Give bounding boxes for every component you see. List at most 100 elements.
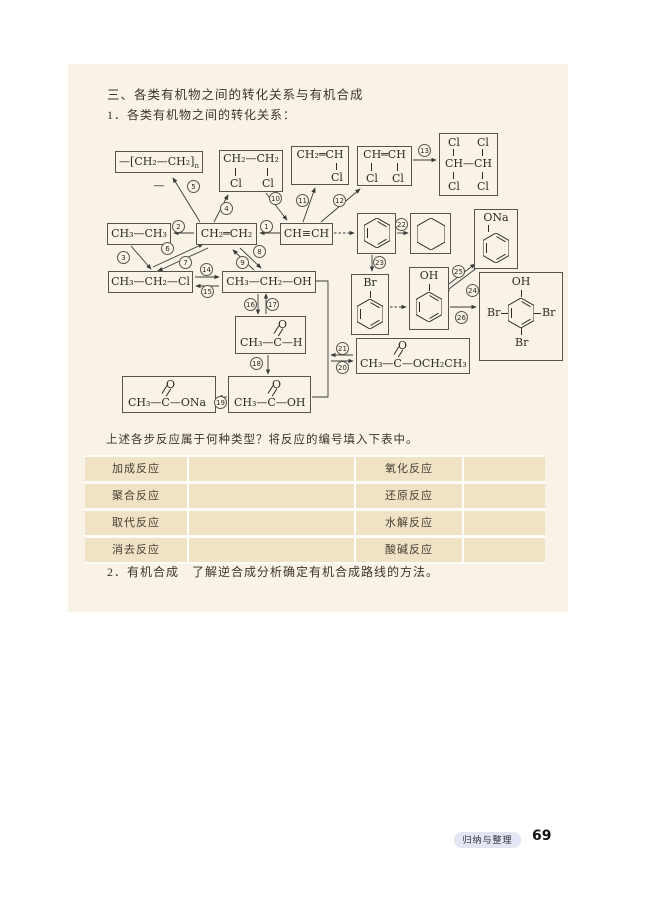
- reaction-type-table: 加成反应 氧化反应 聚合反应 还原反应 取代反应 水解反应 消去反应 酸碱反应: [85, 455, 545, 564]
- compound-polyethylene: —[CH₂—CH₂]n—: [115, 151, 203, 192]
- carbonyl-oxygen: O: [166, 378, 176, 391]
- compound-tribromophenol: OH Br Br Br: [479, 272, 563, 361]
- bond: [534, 313, 541, 314]
- compound-ethane: CH₃—CH₃: [107, 223, 171, 245]
- step-badge-24: 24: [466, 284, 479, 297]
- cl-atom: Cl: [392, 172, 404, 185]
- compound-chloroethane: CH₃—CH₂—Cl: [108, 271, 193, 293]
- table-cell-answer: [189, 484, 354, 508]
- formula-text: CH₃—C—ONa: [128, 396, 207, 409]
- br-atom: Br: [487, 306, 501, 319]
- compound-dichloroethylene: CH═CH Cl Cl: [357, 146, 412, 186]
- bond: [336, 163, 337, 170]
- compound-acetaldehyde: O CH₃—C—H: [235, 316, 306, 354]
- double-bond: [273, 325, 284, 337]
- step-badge-7: 7: [179, 256, 192, 269]
- bond: [521, 290, 522, 297]
- bond: [488, 225, 489, 232]
- table-cell-reaction-type: 水解反应: [356, 511, 462, 535]
- double-bond: [267, 385, 278, 397]
- step-badge-23: 23: [373, 256, 386, 269]
- step-badge-17: 17: [266, 298, 279, 311]
- subsection-1-heading: 1．各类有机物之间的转化关系：: [107, 108, 297, 122]
- bond: [267, 168, 268, 176]
- cl-atom: Cl: [448, 136, 460, 149]
- table-cell-reaction-type: 加成反应: [85, 457, 187, 481]
- compound-phenol: OH: [409, 267, 449, 330]
- table-cell-answer: [464, 511, 545, 535]
- table-cell-reaction-type: 聚合反应: [85, 484, 187, 508]
- carbonyl-oxygen: O: [278, 318, 288, 331]
- formula-text: —[CH₂—CH₂]: [119, 155, 195, 168]
- step-badge-20: 20: [336, 361, 349, 374]
- step-badge-3: 3: [117, 251, 130, 264]
- table-cell-answer: [464, 457, 545, 481]
- compound-acetic-acid: O CH₃—C—OH: [228, 376, 311, 413]
- step-badge-11: 11: [296, 194, 309, 207]
- table-cell-reaction-type: 还原反应: [356, 484, 462, 508]
- table-cell-answer: [464, 484, 545, 508]
- bond: [453, 149, 454, 156]
- formula-text: CH₂—CH₂: [223, 152, 279, 165]
- compound-ethanol: CH₃—CH₂—OH: [222, 271, 316, 293]
- table-cell-answer: [189, 457, 354, 481]
- benzene-ring-icon: [364, 218, 390, 248]
- step-badge-16: 16: [244, 298, 257, 311]
- compound-cyclohexane: [410, 213, 451, 254]
- step-badge-25: 25: [452, 265, 465, 278]
- bond: [429, 284, 430, 291]
- carbonyl-oxygen: O: [272, 378, 282, 391]
- cl-atom: Cl: [366, 172, 378, 185]
- compound-tetrachloroethane: Cl Cl CH—CH Cl Cl: [439, 133, 498, 196]
- table-cell-reaction-type: 酸碱反应: [356, 538, 462, 562]
- oh-group: OH: [419, 269, 439, 282]
- step-badge-21: 21: [336, 342, 349, 355]
- step-badge-4: 4: [220, 202, 233, 215]
- step-badge-15: 15: [201, 285, 214, 298]
- br-atom: Br: [542, 306, 556, 319]
- oh-group: OH: [511, 275, 531, 288]
- footer-section-badge: 归纳与整理: [454, 832, 521, 848]
- formula-text: CH₃—C—OCH₂CH₃: [360, 357, 467, 370]
- step-badge-22: 22: [395, 218, 408, 231]
- bond: [453, 172, 454, 179]
- bond: [482, 172, 483, 179]
- table-cell-reaction-type: 取代反应: [85, 511, 187, 535]
- bond: [501, 313, 508, 314]
- compound-acetylene: CH≡CH: [280, 223, 333, 245]
- bond: [482, 149, 483, 156]
- formula-text: CH₃—C—OH: [234, 396, 306, 409]
- compound-dichloroethane: CH₂—CH₂ Cl Cl: [219, 150, 283, 192]
- compound-benzene: [357, 213, 396, 254]
- bond: [521, 328, 522, 335]
- bond: [370, 291, 371, 298]
- cl-atom: Cl: [262, 177, 274, 190]
- compound-ethylene: CH₂═CH₂: [196, 223, 257, 245]
- ona-group: ONa: [483, 211, 509, 224]
- bond: [371, 163, 372, 171]
- cl-atom: Cl: [331, 171, 343, 184]
- section-heading: 三、各类有机物之间的转化关系与有机合成: [107, 88, 364, 102]
- carbonyl-oxygen: O: [398, 339, 408, 352]
- bond: [397, 163, 398, 171]
- compound-sodium-phenoxide: ONa: [474, 209, 518, 269]
- step-badge-14: 14: [200, 263, 213, 276]
- polymer-n-subscript: n: [194, 162, 199, 171]
- benzene-ring-icon: [508, 298, 534, 328]
- table-cell-answer: [464, 538, 545, 562]
- table-cell-reaction-type: 消去反应: [85, 538, 187, 562]
- subsection-2-heading: 2．有机合成 了解逆合成分析确定有机合成路线的方法。: [107, 565, 440, 579]
- step-badge-19: 19: [214, 396, 227, 409]
- step-badge-6: 6: [161, 242, 174, 255]
- step-badge-1: 1: [260, 220, 273, 233]
- double-bond: [393, 346, 404, 358]
- step-badge-8: 8: [253, 245, 266, 258]
- cl-atom: Cl: [477, 136, 489, 149]
- compound-chloroethylene: CH₂═CH Cl: [291, 146, 349, 185]
- step-badge-13: 13: [418, 144, 431, 157]
- table-cell-answer: [189, 538, 354, 562]
- compound-sodium-acetate: O CH₃—C—ONa: [122, 376, 216, 413]
- cl-atom: Cl: [477, 180, 489, 193]
- formula-text: CH₃—C—H: [240, 336, 303, 349]
- cl-atom: Cl: [448, 180, 460, 193]
